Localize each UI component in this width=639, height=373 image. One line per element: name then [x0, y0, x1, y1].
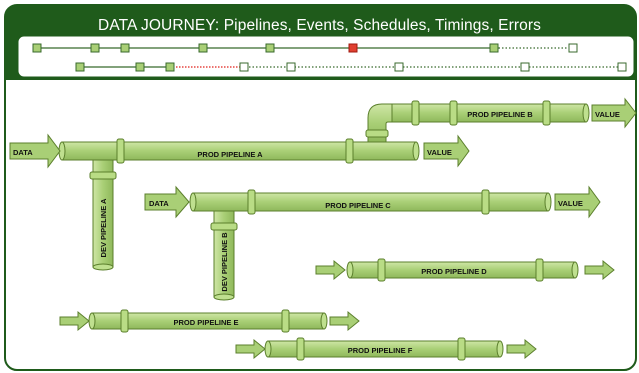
output-arrow: [506, 338, 537, 360]
pipeline-label: PROD PIPELINE E: [173, 318, 238, 327]
timeline-event[interactable]: [520, 62, 530, 72]
pipe-end: [496, 340, 504, 358]
timeline-event[interactable]: [135, 62, 145, 72]
prod-pipeline-f[interactable]: PROD PIPELINE F: [235, 337, 537, 361]
pipe-start: [346, 261, 354, 279]
pipeline-label: PROD PIPELINE D: [421, 267, 487, 276]
timeline-panel: [17, 35, 635, 78]
arrow-label: VALUE: [595, 110, 620, 119]
pipe-joint: [296, 337, 305, 361]
input-arrow: [315, 259, 346, 281]
arrow-label: VALUE: [558, 199, 583, 208]
prod-pipeline-a[interactable]: PROD PIPELINE A: [58, 138, 420, 164]
pipe-joint: [481, 189, 490, 215]
dev-pipeline-b[interactable]: DEV PIPELINE B: [210, 210, 238, 301]
pipe-joint: [89, 171, 117, 180]
timeline-event[interactable]: [265, 43, 275, 53]
pipe-joint: [411, 100, 420, 126]
arrow-label: VALUE: [427, 148, 452, 157]
prod-pipeline-c[interactable]: PROD PIPELINE C: [189, 189, 552, 215]
pipe-end: [571, 261, 579, 279]
pipe-joint: [247, 189, 256, 215]
pipe-joint: [365, 129, 389, 138]
pipe-joint: [449, 100, 458, 126]
timeline-error-event[interactable]: [348, 43, 358, 53]
pipe-end: [320, 312, 328, 330]
timeline-row-1: [32, 43, 578, 53]
pipe-start: [264, 340, 272, 358]
prod-pipeline-d[interactable]: PROD PIPELINE D: [315, 258, 615, 282]
pipe-end: [412, 141, 420, 161]
output-arrow: [584, 259, 615, 281]
timeline-row-2: [75, 62, 627, 72]
pipeline-label: PROD PIPELINE F: [348, 346, 413, 355]
arrow-shape: [591, 97, 637, 129]
arrow-label: DATA: [13, 148, 33, 157]
pipe-start: [88, 312, 96, 330]
pipe-joint: [457, 337, 466, 361]
pipe-joint: [120, 309, 129, 333]
value-output-arrow-b: VALUE: [591, 97, 637, 129]
timeline-event[interactable]: [120, 43, 130, 53]
timeline-event[interactable]: [489, 43, 499, 53]
pipe-joint: [345, 138, 354, 164]
prod-pipeline-b[interactable]: PROD PIPELINE B: [365, 100, 590, 143]
input-arrow: [59, 310, 90, 332]
timeline-event[interactable]: [165, 62, 175, 72]
pipe-start: [189, 192, 197, 212]
pipeline-label: PROD PIPELINE A: [197, 150, 263, 159]
pipe-end: [544, 192, 552, 212]
timeline-event[interactable]: [617, 62, 627, 72]
timeline-event[interactable]: [75, 62, 85, 72]
data-input-arrow-a: DATA: [9, 133, 61, 169]
pipe-joint: [542, 100, 551, 126]
pipe-joint: [281, 309, 290, 333]
data-input-arrow-c: DATA: [144, 185, 190, 219]
timeline-event[interactable]: [90, 43, 100, 53]
timeline-event[interactable]: [32, 43, 42, 53]
output-arrow: [329, 310, 360, 332]
value-output-arrow-c: VALUE: [554, 185, 601, 219]
pipe-joint: [535, 258, 544, 282]
pipe-joint: [377, 258, 386, 282]
pipeline-label: DEV PIPELINE B: [220, 232, 229, 292]
pipeline-label: DEV PIPELINE A: [99, 198, 108, 257]
pipe-end: [213, 293, 235, 301]
pipe-end: [92, 263, 114, 271]
value-output-arrow-a: VALUE: [423, 134, 470, 168]
arrow-shape: [9, 133, 61, 169]
timeline-event[interactable]: [198, 43, 208, 53]
input-arrow: [235, 338, 266, 360]
prod-pipeline-e[interactable]: PROD PIPELINE E: [59, 309, 360, 333]
pipe-end: [582, 103, 590, 123]
pipeline-label: PROD PIPELINE C: [325, 201, 391, 210]
arrow-label: DATA: [149, 199, 169, 208]
page-title: DATA JOURNEY: Pipelines, Events, Schedul…: [98, 17, 541, 34]
timeline-event[interactable]: [394, 62, 404, 72]
pipe-joint: [210, 222, 238, 231]
timeline-event[interactable]: [286, 62, 296, 72]
timeline-event[interactable]: [239, 62, 249, 72]
pipeline-label: PROD PIPELINE B: [467, 110, 533, 119]
arrow-shape: [423, 134, 470, 168]
arrow-shape: [554, 185, 601, 219]
arrow-shape: [144, 185, 190, 219]
timeline-event[interactable]: [568, 43, 578, 53]
dev-pipeline-a[interactable]: DEV PIPELINE A: [89, 159, 117, 271]
pipe-joint: [116, 138, 125, 164]
